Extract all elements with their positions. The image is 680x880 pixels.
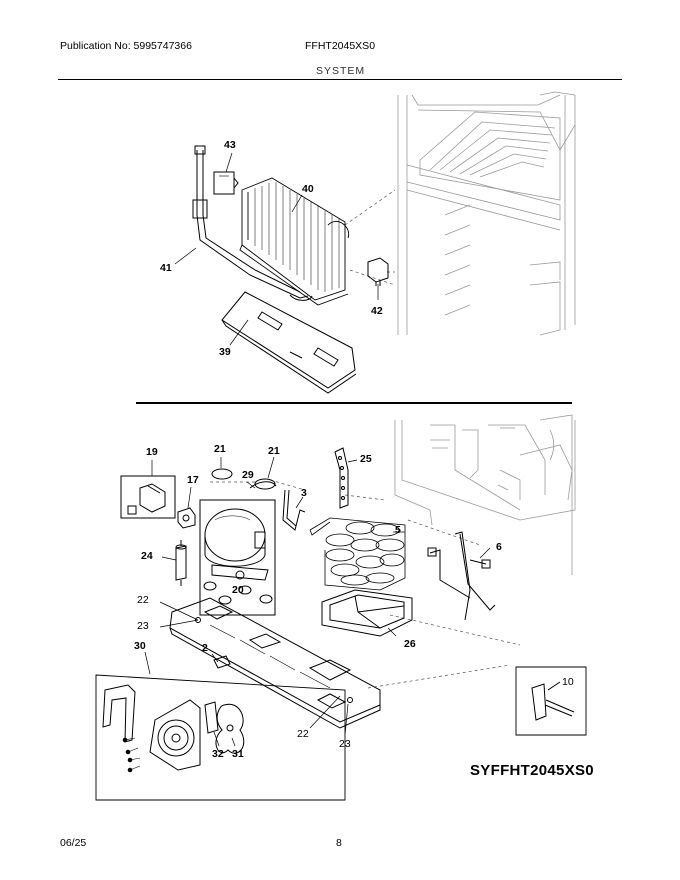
callout-32: 32	[212, 748, 224, 760]
callout-42: 42	[371, 305, 383, 317]
callout-25: 25	[360, 453, 372, 465]
callout-43: 43	[224, 139, 236, 151]
callout-41: 41	[160, 262, 172, 274]
callout-40: 40	[302, 183, 314, 195]
callout-20: 20	[232, 584, 244, 596]
callout-2: 2	[202, 642, 208, 654]
diagram-identifier: SYFFHT2045XS0	[470, 762, 594, 779]
overload-inset	[120, 475, 176, 519]
bracket	[213, 655, 231, 669]
callout-21-left: 21	[214, 443, 226, 455]
footer-date: 06/25	[60, 837, 87, 849]
tube	[282, 489, 306, 531]
compressor-base-plate	[169, 597, 381, 729]
drain-pan	[321, 589, 413, 637]
section-title: SYSTEM	[316, 65, 366, 77]
callout-3: 3	[301, 487, 307, 499]
callout-39: 39	[219, 346, 231, 358]
callout-31: 31	[232, 748, 244, 760]
header-rule	[58, 79, 622, 80]
callout-5: 5	[395, 524, 401, 536]
fan-inset	[95, 674, 346, 801]
lower-cabinet-outline	[394, 414, 576, 575]
drain-strip	[334, 447, 349, 509]
defrost-terminator	[213, 171, 239, 195]
callout-24: 24	[141, 550, 153, 562]
model-number: FFHT2045XS0	[305, 40, 376, 52]
relay	[177, 507, 196, 529]
callout-6: 6	[496, 541, 502, 553]
publication-number: Publication No: 5995747366	[60, 40, 192, 52]
callout-23-top: 23	[137, 620, 149, 632]
wire-harness	[427, 531, 496, 621]
callout-17: 17	[187, 474, 199, 486]
compressor-inset	[199, 499, 276, 616]
tool-inset	[515, 666, 587, 736]
callout-26: 26	[404, 638, 416, 650]
callout-29: 29	[242, 469, 254, 481]
condenser	[309, 517, 406, 591]
connector	[367, 257, 389, 286]
callout-22-top: 22	[137, 594, 149, 606]
callout-30: 30	[134, 640, 146, 652]
callout-22-bottom: 22	[297, 728, 309, 740]
callout-23-bottom: 23	[339, 738, 351, 750]
heater-wire	[192, 145, 313, 301]
filter-drier	[175, 540, 187, 586]
callout-21-right: 21	[268, 445, 280, 457]
section-divider	[136, 402, 572, 404]
evaporator	[239, 177, 350, 306]
upper-cabinet-outline	[397, 91, 576, 336]
callout-19: 19	[146, 446, 158, 458]
evaporator-cover	[221, 291, 357, 394]
callout-10: 10	[562, 676, 574, 688]
page-number: 8	[336, 837, 342, 849]
